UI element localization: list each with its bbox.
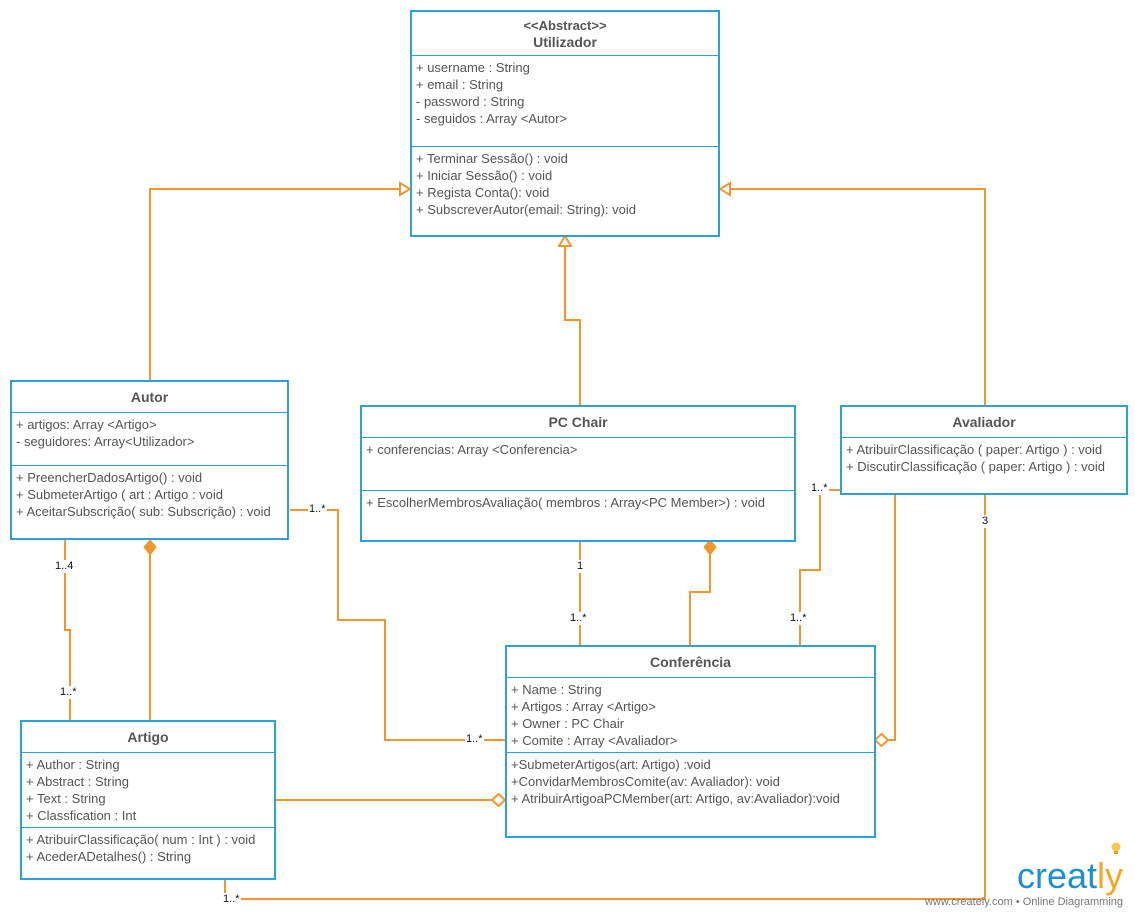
attribute: - password : String [416, 94, 525, 109]
pcchair-utilizador-generalization [564, 246, 581, 405]
pcchair-conferencia-composition [689, 555, 711, 645]
class-conferencia[interactable]: Conferência + Name : String + Artigos : … [505, 645, 876, 838]
autor-generalization-arrowhead [399, 181, 412, 197]
attribute: + Name : String [511, 682, 602, 697]
multiplicity-autor-conf-conf-end: 1..* [465, 733, 484, 746]
method: + Iniciar Sessão() : void [416, 168, 553, 183]
class-autor-methods: + PreencherDadosArtigo() : void + Submet… [12, 465, 287, 520]
method: + AtribuirArtigoaPCMember(art: Artigo, a… [511, 791, 840, 806]
multiplicity-autor-artigo-artigo-end: 1..* [59, 686, 78, 699]
attribute: + Classfication : Int [26, 808, 137, 823]
class-conferencia-methods: +SubmeterArtigos(art: Artigo) :void +Con… [507, 752, 874, 807]
pcchair-conferencia-composition-diamond [703, 539, 717, 556]
class-avaliador-header: Avaliador [842, 407, 1126, 438]
class-pc-chair-methods: + EscolherMembrosAvaliação( membros : Ar… [362, 490, 794, 511]
class-avaliador[interactable]: Avaliador + AtribuirClassificação ( pape… [840, 405, 1128, 495]
multiplicity-avaliador-conf-avaliador-end: 1..* [810, 482, 829, 495]
class-avaliador-attributes: + AtribuirClassificação ( paper: Artigo … [842, 438, 1126, 475]
attribute: + Comite : Array <Avaliador> [511, 733, 678, 748]
creately-logo: creatly [925, 842, 1123, 894]
multiplicity-pcchair-conf-pcchair-end: 1 [576, 560, 585, 573]
attribute: + conferencias: Array <Conferencia> [366, 442, 578, 457]
multiplicity-avaliador-artigo-artigo-end: 1..* [222, 893, 241, 906]
attribute: + DiscutirClassificação ( paper: Artigo … [846, 459, 1106, 474]
autor-artigo-association [64, 540, 71, 720]
attribute: + username : String [416, 60, 530, 75]
pcchair-generalization-arrowhead [557, 234, 573, 247]
class-artigo-attributes: + Author : String + Abstract : String + … [22, 753, 274, 827]
class-conferencia-name: Conferência [650, 653, 731, 670]
method: + Regista Conta(): void [416, 185, 550, 200]
method: +ConvidarMembrosComite(av: Avaliador): v… [511, 774, 780, 789]
avaliador-conferencia-aggregation-diamond [873, 732, 890, 748]
multiplicity-autor-conf-autor-end: 1..* [308, 503, 327, 516]
method: + AcederADetalhes() : String [26, 849, 192, 864]
autor-utilizador-generalization [149, 188, 400, 380]
avaliador-generalization-arrowhead [718, 181, 731, 197]
class-utilizador-stereotype: <<Abstract>> [523, 17, 607, 33]
method: + SubscreverAutor(email: String): void [416, 202, 637, 217]
multiplicity-autor-artigo-autor-end: 1..4 [54, 560, 75, 573]
method: +SubmeterArtigos(art: Artigo) :void [511, 757, 711, 772]
class-conferencia-header: Conferência [507, 647, 874, 678]
class-pc-chair-attributes: + conferencias: Array <Conferencia> [362, 438, 794, 490]
attribute: + AtribuirClassificação ( paper: Artigo … [846, 442, 1103, 457]
class-utilizador-name: Utilizador [533, 33, 597, 50]
multiplicity-pcchair-conf-conf-end: 1..* [569, 612, 588, 625]
attribute: + Text : String [26, 791, 106, 806]
multiplicity-avaliador-artigo-avaliador-end: 3 [981, 515, 990, 528]
autor-conferencia-association [290, 509, 505, 741]
class-utilizador[interactable]: <<Abstract>> Utilizador + username : Str… [410, 10, 720, 237]
attribute: + artigos: Array <Artigo> [16, 417, 157, 432]
class-artigo-methods: + AtribuirClassificação( num : Int ) : v… [22, 827, 274, 865]
multiplicity-avaliador-conf-conf-end: 1..* [789, 612, 808, 625]
method: + AtribuirClassificação( num : Int ) : v… [26, 832, 256, 847]
class-avaliador-name: Avaliador [952, 413, 1016, 430]
class-artigo-header: Artigo [22, 722, 274, 753]
attribute: + Abstract : String [26, 774, 129, 789]
autor-artigo-composition-diamond [143, 539, 157, 556]
class-pc-chair-header: PC Chair [362, 407, 794, 438]
class-utilizador-attributes: + username : String + email : String - p… [412, 56, 718, 146]
avaliador-utilizador-generalization [730, 188, 986, 405]
artigo-conferencia-aggregation-diamond [490, 792, 507, 808]
avaliador-artigo-association [224, 495, 986, 900]
attribute: - seguidos : Array <Autor> [416, 111, 568, 126]
method: + SubmeterArtigo ( art : Artigo : void [16, 487, 224, 502]
class-pc-chair-name: PC Chair [548, 413, 608, 430]
class-autor[interactable]: Autor + artigos: Array <Artigo> - seguid… [10, 380, 289, 540]
creately-caption: www.creately.com • Online Diagramming [924, 896, 1123, 908]
lightbulb-icon [1111, 842, 1121, 854]
avaliador-conferencia-aggregation [888, 495, 896, 741]
class-pc-chair[interactable]: PC Chair + conferencias: Array <Conferen… [360, 405, 796, 542]
class-artigo-name: Artigo [127, 728, 169, 745]
class-utilizador-header: <<Abstract>> Utilizador [412, 12, 718, 56]
class-autor-attributes: + artigos: Array <Artigo> - seguidores: … [12, 413, 287, 465]
class-conferencia-attributes: + Name : String + Artigos : Array <Artig… [507, 678, 874, 752]
method: + AceitarSubscrição( sub: Subscrição) : … [16, 504, 271, 519]
class-autor-header: Autor [12, 382, 287, 413]
creately-branding[interactable]: creatly www.creately.com • Online Diagra… [924, 842, 1123, 908]
method: + Terminar Sessão() : void [416, 151, 568, 166]
attribute: + email : String [416, 77, 504, 92]
attribute: - seguidores: Array<Utilizador> [16, 434, 195, 449]
method: + EscolherMembrosAvaliação( membros : Ar… [366, 495, 765, 510]
class-autor-name: Autor [130, 388, 169, 405]
attribute: + Author : String [26, 757, 120, 772]
attribute: + Owner : PC Chair [511, 716, 625, 731]
class-artigo[interactable]: Artigo + Author : String + Abstract : St… [20, 720, 276, 880]
method: + PreencherDadosArtigo() : void [16, 470, 203, 485]
class-utilizador-methods: + Terminar Sessão() : void + Iniciar Ses… [412, 146, 718, 218]
attribute: + Artigos : Array <Artigo> [511, 699, 656, 714]
